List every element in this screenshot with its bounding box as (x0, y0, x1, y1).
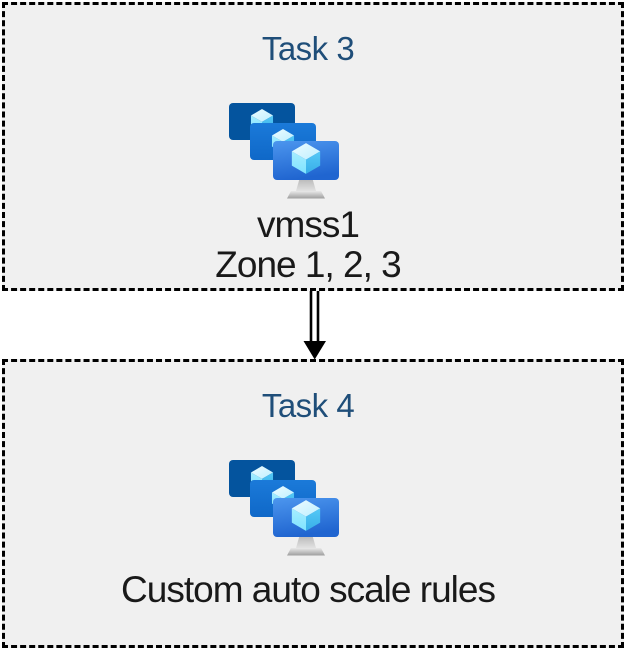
task-4-box: Task 4 Custom auto scale rules (2, 359, 624, 648)
task-3-title: Task 3 (261, 30, 355, 67)
task-3-box: Task 3 vmss1 Zone 1, 2, 3 (2, 2, 624, 291)
vmss-icon (229, 103, 341, 201)
task-3-labels: vmss1 Zone 1, 2, 3 (215, 204, 401, 285)
autoscale-label: Custom auto scale rules (121, 569, 496, 610)
arrowhead-icon (303, 341, 326, 360)
connector-arrow (303, 291, 326, 360)
zone-label: Zone 1, 2, 3 (215, 244, 401, 285)
task-4-title: Task 4 (261, 387, 355, 424)
vmss-name-label: vmss1 (257, 204, 360, 245)
vmss-icon (229, 460, 341, 558)
task-4-labels: Custom auto scale rules (121, 569, 496, 610)
